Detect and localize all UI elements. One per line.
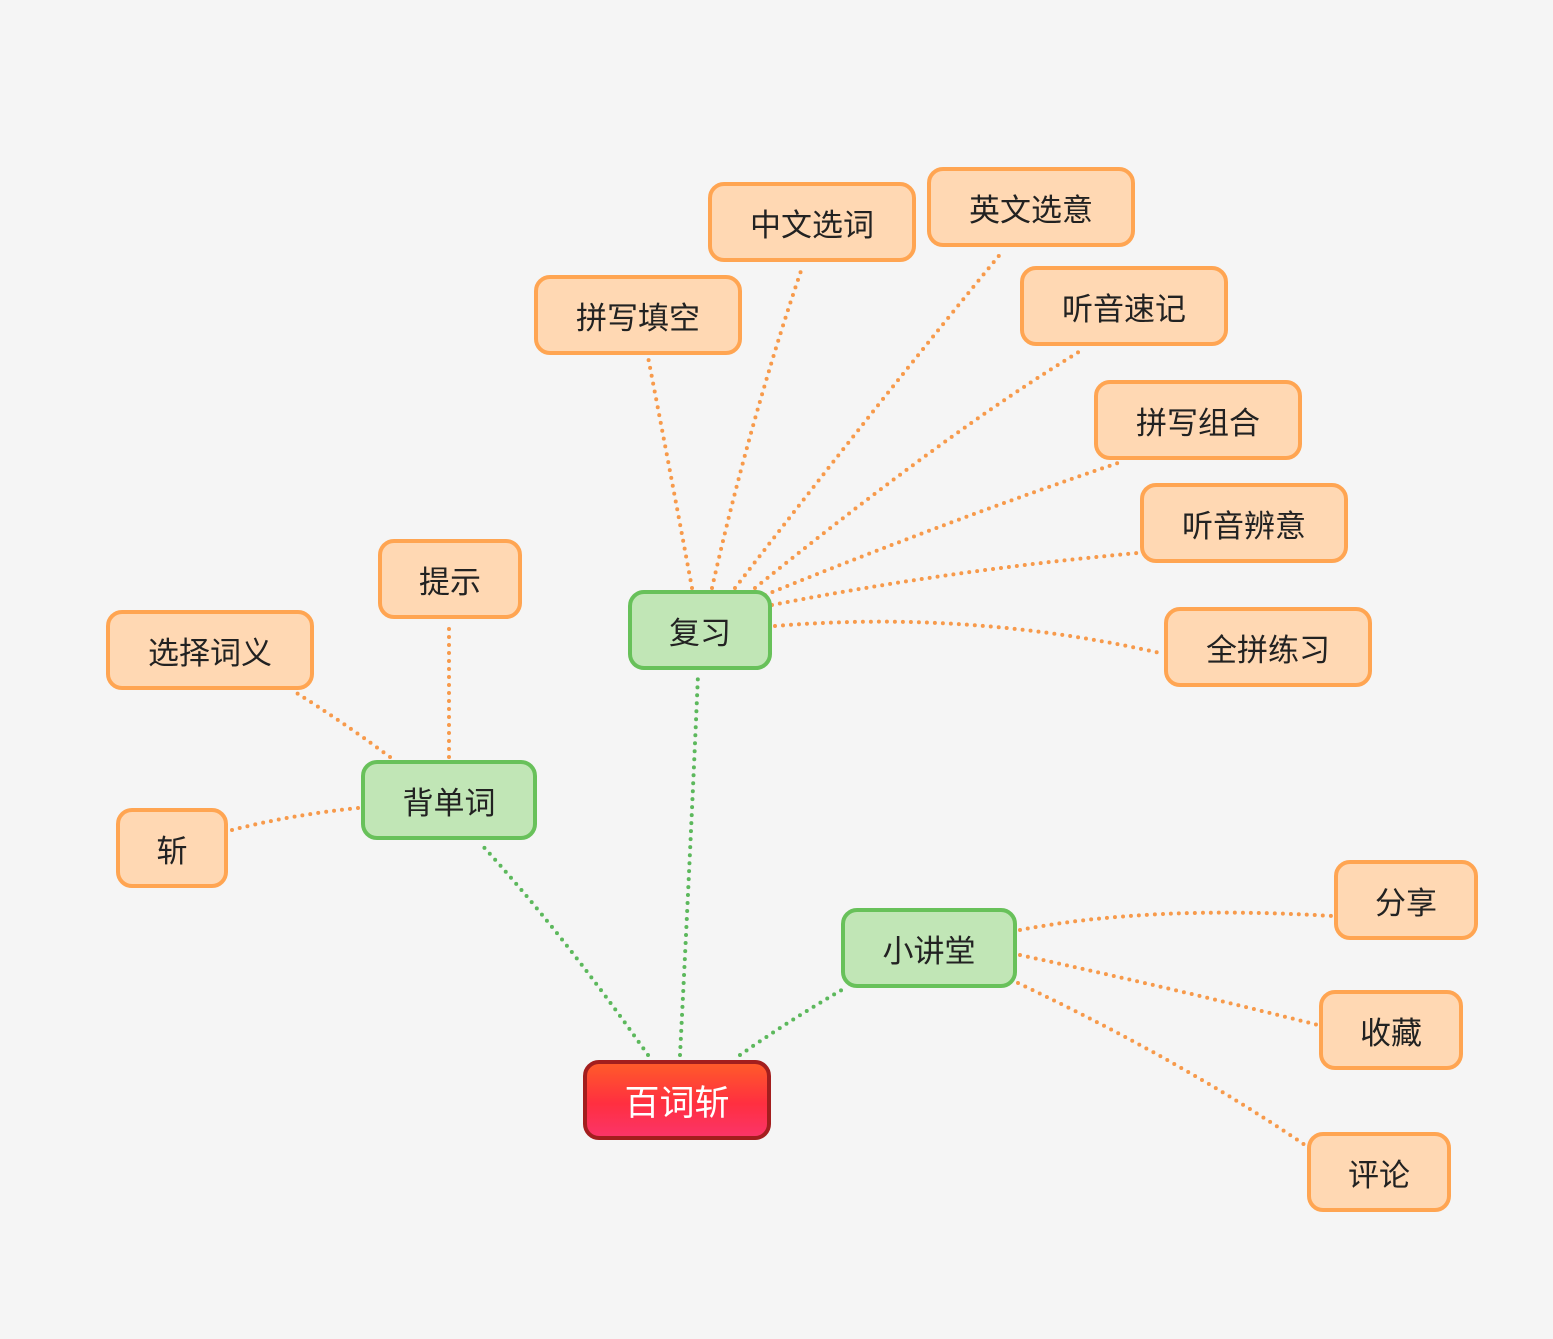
- edge-fu-xi-to-zhongwen-xuanci: [710, 263, 805, 590]
- leaf-node-pinglun[interactable]: 评论: [1307, 1132, 1451, 1212]
- edge-xiao-jiang-tang-to-shoucang: [1018, 953, 1320, 1027]
- leaf-node-shoucang[interactable]: 收藏: [1319, 990, 1463, 1070]
- root-node[interactable]: 百词斩: [583, 1060, 771, 1140]
- leaf-node-tishi[interactable]: 提示: [378, 539, 522, 619]
- leaf-node-pinxie-zuhe[interactable]: 拼写组合: [1094, 380, 1302, 460]
- leaf-node-tingyin-bianyi[interactable]: 听音辨意: [1140, 483, 1348, 563]
- leaf-node-xuanze-ciyi[interactable]: 选择词义: [106, 610, 314, 690]
- edge-root-to-bei-dan-ci: [478, 841, 650, 1057]
- edge-root-to-fu-xi: [678, 673, 700, 1057]
- leaf-node-fenxiang[interactable]: 分享: [1334, 860, 1478, 940]
- leaf-node-tingyin-suji[interactable]: 听音速记: [1020, 266, 1228, 346]
- edge-bei-dan-ci-to-zhan: [230, 806, 360, 832]
- branch-node-xiao-jiang-tang[interactable]: 小讲堂: [841, 908, 1017, 988]
- leaf-node-pinxie-tiankong[interactable]: 拼写填空: [534, 275, 742, 355]
- edge-xiao-jiang-tang-to-pinglun: [1016, 981, 1307, 1147]
- branch-node-fu-xi[interactable]: 复习: [628, 590, 772, 670]
- edge-fu-xi-to-quanpin-lianxi: [773, 619, 1162, 655]
- edge-fu-xi-to-pinxie-zuhe: [763, 461, 1120, 597]
- edge-fu-xi-to-tingyin-suji: [753, 348, 1084, 590]
- leaf-node-zhan[interactable]: 斩: [116, 808, 228, 888]
- edge-root-to-xiao-jiang-tang: [738, 986, 847, 1057]
- edge-bei-dan-ci-to-xuanze-ciyi: [293, 690, 392, 759]
- branch-node-bei-dan-ci[interactable]: 背单词: [361, 760, 537, 840]
- edge-fu-xi-to-yingwen-xuanyi: [733, 250, 1004, 590]
- leaf-node-zhongwen-xuanci[interactable]: 中文选词: [708, 182, 916, 262]
- edge-xiao-jiang-tang-to-fenxiang: [1018, 910, 1334, 932]
- edge-fu-xi-to-pinxie-tiankong: [646, 355, 694, 590]
- leaf-node-quanpin-lianxi[interactable]: 全拼练习: [1164, 607, 1372, 687]
- edge-fu-xi-to-tingyin-bianyi: [770, 551, 1140, 607]
- leaf-node-yingwen-xuanyi[interactable]: 英文选意: [927, 167, 1135, 247]
